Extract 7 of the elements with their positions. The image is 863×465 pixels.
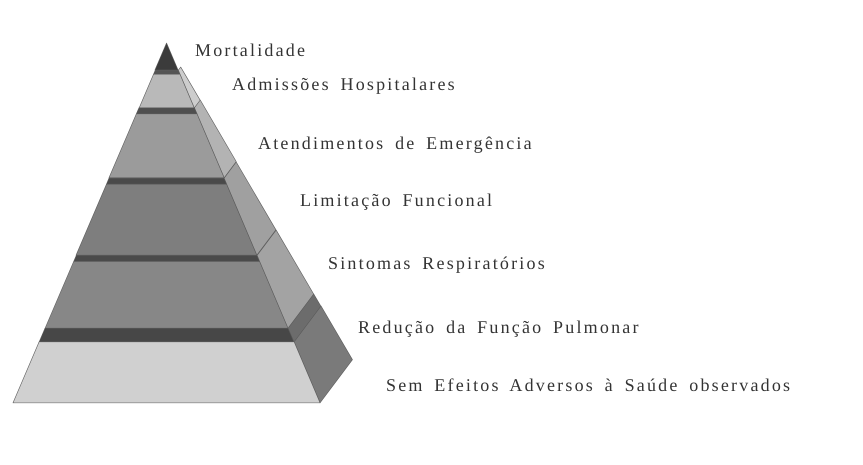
- tier-label: Sem Efeitos Adversos à Saúde observados: [386, 374, 792, 396]
- tier-label: Atendimentos de Emergência: [258, 132, 534, 154]
- tier-label: Mortalidade: [195, 39, 308, 61]
- tier-label: Sintomas Respiratórios: [328, 252, 547, 274]
- tier-label: Redução da Função Pulmonar: [358, 316, 641, 338]
- tier-label: Limitação Funcional: [300, 189, 494, 211]
- tier-label: Admissões Hospitalares: [232, 73, 457, 95]
